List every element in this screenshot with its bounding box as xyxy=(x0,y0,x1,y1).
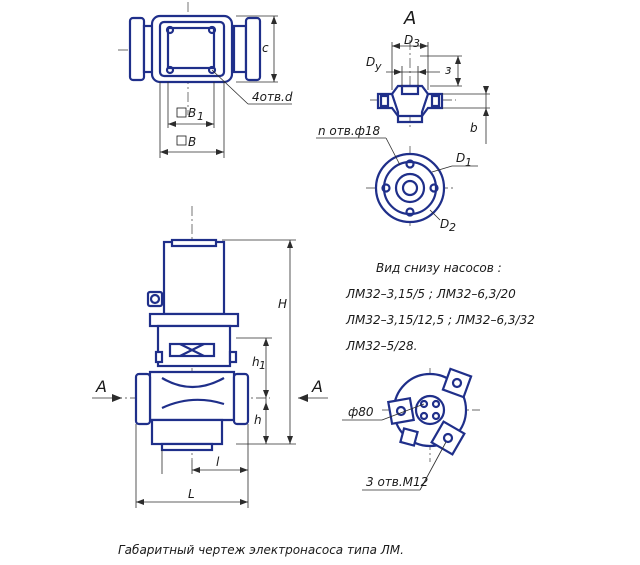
dim-d1-sub: 1 xyxy=(465,156,472,169)
dim-b-label: B xyxy=(188,135,196,149)
view-letter: A xyxy=(403,8,416,29)
dim-h1-label: h xyxy=(252,355,260,369)
dim-b1-label: B xyxy=(188,106,196,120)
round-flange-view: n отв.ф18 D 1 D 2 xyxy=(316,124,478,234)
notes-line-1: Вид снизу насосов : xyxy=(376,261,502,275)
dim-b-small-label: b xyxy=(470,121,478,135)
front-view: A A H h 1 h l L xyxy=(92,206,328,508)
dim-d1-label: D xyxy=(456,151,465,165)
dim-dy-sub: у xyxy=(374,60,382,73)
notes-block: Вид снизу насосов : ЛМ32–3,15/5 ; ЛМ32–6… xyxy=(345,261,535,353)
section-arrow-left: A xyxy=(95,377,107,396)
flange-holes-label: n отв.ф18 xyxy=(318,124,381,138)
dim-h1-sub: 1 xyxy=(259,359,266,372)
dim-c-label: c xyxy=(262,41,269,55)
notes-line-4: ЛМ32–5/28. xyxy=(345,339,417,353)
bottom-view: ф80 3 отв.М12 xyxy=(342,367,480,491)
dim-d3-label: D xyxy=(404,33,413,47)
dim-L-label: L xyxy=(188,487,195,501)
section-arrow-right: A xyxy=(311,377,323,396)
flange-section-view: A D 3 D у з b xyxy=(366,8,490,144)
dim-l-label: l xyxy=(216,455,220,469)
top-holes-label: 4отв.d xyxy=(252,90,293,104)
dim-d2-label: D xyxy=(440,217,449,231)
dim-dy-label: D xyxy=(366,55,375,69)
notes-line-3: ЛМ32–3,15/12,5 ; ЛМ32–6,3/32 xyxy=(345,313,535,327)
dim-h-label: h xyxy=(254,413,262,427)
dim-H-label: H xyxy=(278,297,287,311)
notes-line-2: ЛМ32–3,15/5 ; ЛМ32–6,3/20 xyxy=(345,287,516,301)
drawing-caption: Габаритный чертеж электронасоса типа ЛМ. xyxy=(118,543,404,557)
bottom-holes-label: 3 отв.М12 xyxy=(366,475,428,489)
dim-diam-label: ф80 xyxy=(348,405,374,419)
dim-z-label: з xyxy=(445,63,451,77)
dim-d3-sub: 3 xyxy=(413,37,420,50)
top-view: 4отв.d c B 1 B xyxy=(118,2,293,158)
dim-d2-sub: 2 xyxy=(449,221,456,234)
dim-b1-sub: 1 xyxy=(197,110,204,123)
